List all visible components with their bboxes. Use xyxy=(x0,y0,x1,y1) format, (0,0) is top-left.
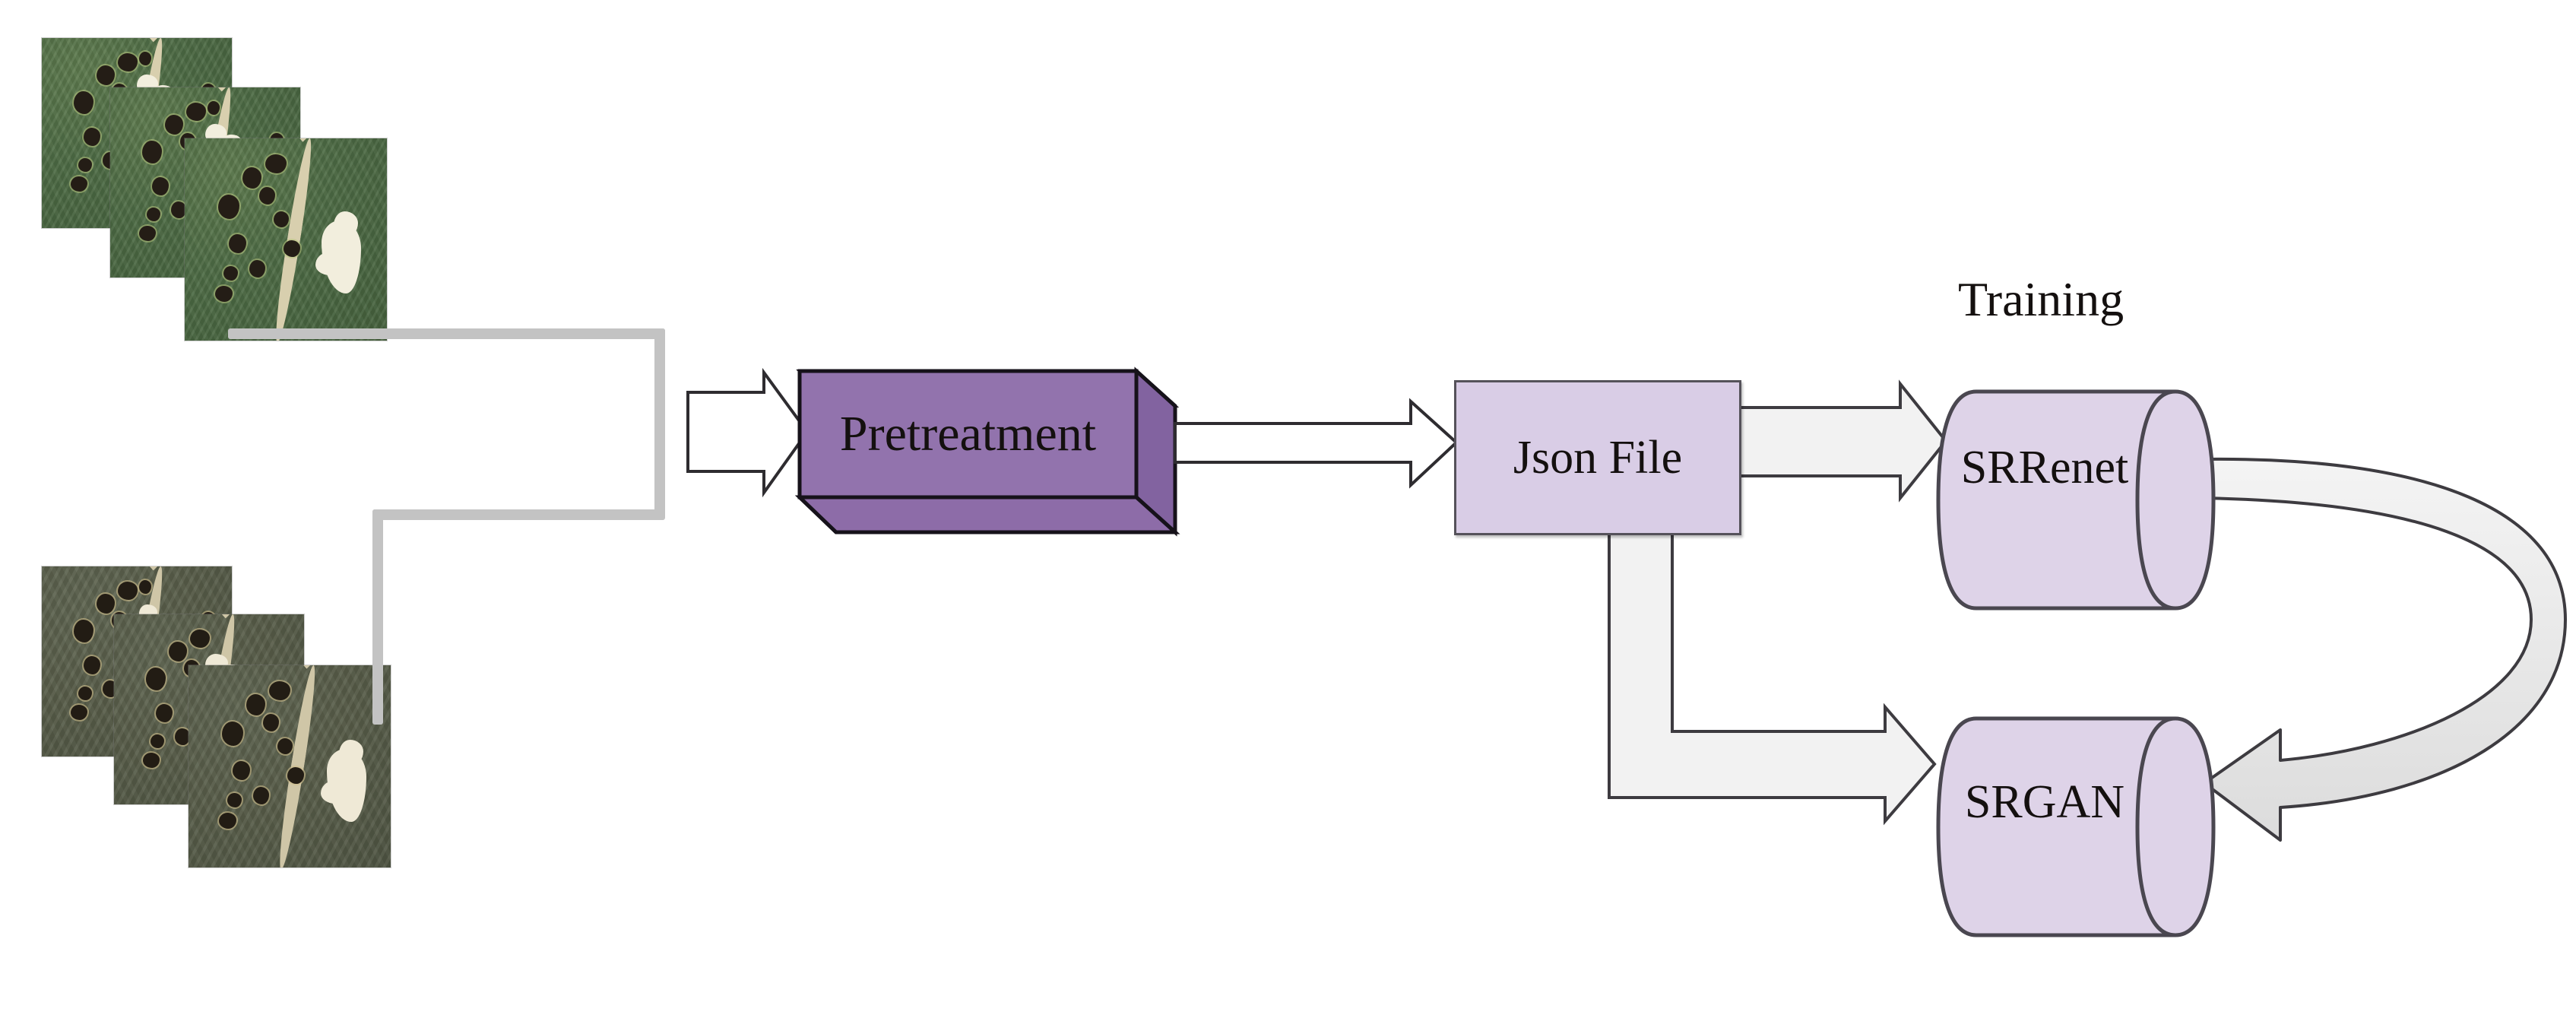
image-tile xyxy=(185,138,387,341)
bus-branch-vertical xyxy=(372,509,383,725)
pretreatment-node[interactable] xyxy=(800,371,1175,532)
arrow-json-to-srrenet xyxy=(1709,379,1948,503)
bus-vertical-main xyxy=(654,328,665,519)
srrenet-node[interactable] xyxy=(1938,392,2213,608)
json-file-label: Json File xyxy=(1513,431,1683,484)
srgan-label: SRGAN xyxy=(1964,776,2125,828)
pretreatment-label: Pretreatment xyxy=(839,406,1097,462)
training-label: Training xyxy=(1957,272,2124,326)
arrow-images-to-pretreatment xyxy=(686,367,810,498)
srrenet-cylinder xyxy=(1936,389,2216,611)
pretreatment-cube xyxy=(794,366,1180,537)
arrow-pretreatment-to-json xyxy=(1174,398,1459,489)
high-resolution-image-stack xyxy=(0,0,532,487)
image-tile xyxy=(189,665,391,868)
srrenet-label: SRRenet xyxy=(1960,441,2129,493)
arrow-srrenet-to-srgan-loop xyxy=(2199,457,2567,842)
bus-top-horizontal xyxy=(228,328,665,339)
low-resolution-image-stack xyxy=(0,532,532,1015)
srgan-node[interactable] xyxy=(1938,718,2213,935)
bus-bottom-horizontal xyxy=(372,509,665,520)
srgan-cylinder xyxy=(1936,716,2216,937)
json-file-node[interactable]: Json File xyxy=(1454,380,1741,535)
